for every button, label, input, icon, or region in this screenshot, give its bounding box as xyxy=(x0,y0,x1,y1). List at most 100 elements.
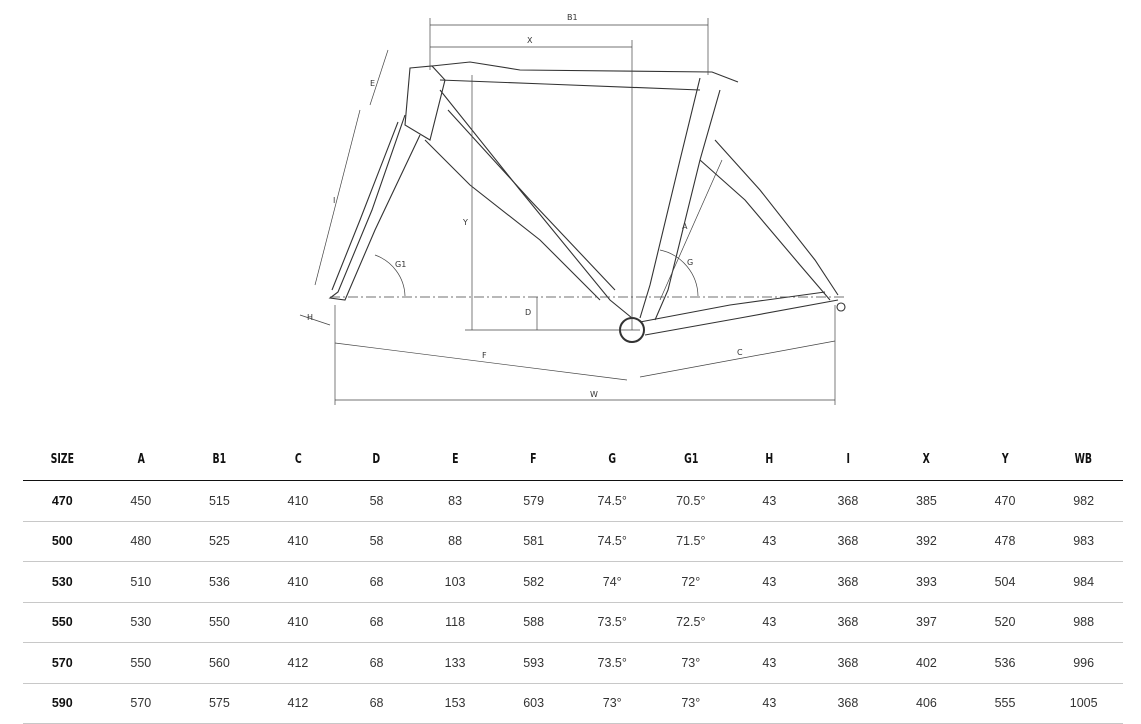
column-header-b1: B1 xyxy=(187,438,251,481)
cell-y: 536 xyxy=(965,642,1045,684)
cell-d: 58 xyxy=(337,521,416,562)
cell-x: 385 xyxy=(887,480,966,522)
cell-h: 43 xyxy=(730,480,809,522)
frame-outline xyxy=(328,61,846,343)
cell-i: 368 xyxy=(808,480,888,522)
cell-y: 470 xyxy=(965,480,1045,522)
cell-c: 410 xyxy=(258,602,338,643)
cell-g: 73° xyxy=(572,683,652,724)
cell-h: 43 xyxy=(730,561,809,603)
column-header-wb: WB xyxy=(1052,438,1116,481)
cell-f: 579 xyxy=(494,480,573,522)
cell-x: 393 xyxy=(887,561,966,603)
cell-a: 450 xyxy=(101,480,181,522)
cell-g1: 71.5° xyxy=(651,521,731,562)
cell-x: 406 xyxy=(887,683,966,724)
label-g: G xyxy=(687,258,693,267)
cell-x: 392 xyxy=(887,521,966,562)
cell-a: 570 xyxy=(101,683,181,724)
cell-y: 504 xyxy=(965,561,1045,603)
column-header-d: D xyxy=(345,438,408,481)
cell-size: 530 xyxy=(23,561,102,603)
label-y: Y xyxy=(462,218,468,227)
cell-c: 412 xyxy=(258,642,338,684)
cell-g1: 72° xyxy=(651,561,731,603)
cell-a: 510 xyxy=(101,561,181,603)
cell-b1: 536 xyxy=(180,561,259,603)
column-header-e: E xyxy=(423,438,487,481)
cell-h: 43 xyxy=(730,642,809,684)
cell-f: 581 xyxy=(494,521,573,562)
cell-g: 73.5° xyxy=(572,602,652,643)
label-f: F xyxy=(482,351,487,360)
cell-wb: 996 xyxy=(1044,642,1123,684)
cell-g: 74.5° xyxy=(572,521,652,562)
cell-c: 410 xyxy=(258,561,338,603)
label-g1: G1 xyxy=(395,260,406,269)
cell-b1: 525 xyxy=(180,521,259,562)
cell-d: 58 xyxy=(337,480,416,522)
cell-a: 530 xyxy=(101,602,181,643)
cell-e: 153 xyxy=(415,683,495,724)
cell-size: 570 xyxy=(23,642,102,684)
cell-b1: 550 xyxy=(180,602,259,643)
cell-f: 588 xyxy=(494,602,573,643)
cell-d: 68 xyxy=(337,602,416,643)
cell-e: 133 xyxy=(415,642,495,684)
cell-g1: 72.5° xyxy=(651,602,731,643)
cell-e: 88 xyxy=(415,521,495,562)
cell-g: 74° xyxy=(572,561,652,603)
frame-geometry-diagram: B1 X E I G1 H Y D F W A G C xyxy=(299,13,846,405)
cell-b1: 560 xyxy=(180,642,259,684)
cell-g: 73.5° xyxy=(572,642,652,684)
cell-wb: 984 xyxy=(1044,561,1123,603)
cell-wb: 1005 xyxy=(1044,683,1123,724)
cell-y: 520 xyxy=(965,602,1045,643)
cell-size: 470 xyxy=(23,480,102,522)
column-header-g: G xyxy=(580,438,644,481)
cell-c: 410 xyxy=(258,480,338,522)
cell-size: 500 xyxy=(23,521,102,562)
cell-i: 368 xyxy=(808,683,888,724)
cell-g1: 73° xyxy=(651,642,731,684)
cell-h: 43 xyxy=(730,602,809,643)
cell-x: 397 xyxy=(887,602,966,643)
cell-g1: 70.5° xyxy=(651,480,731,522)
column-header-y: Y xyxy=(973,438,1037,481)
label-d: D xyxy=(525,308,531,317)
cell-d: 68 xyxy=(337,683,416,724)
cell-e: 118 xyxy=(415,602,495,643)
label-e: E xyxy=(370,79,375,88)
label-w: W xyxy=(590,390,598,399)
column-header-x: X xyxy=(895,438,958,481)
cell-i: 368 xyxy=(808,602,888,643)
column-header-i: I xyxy=(816,438,880,481)
cell-a: 550 xyxy=(101,642,181,684)
cell-size: 590 xyxy=(23,683,102,724)
cell-y: 478 xyxy=(965,521,1045,562)
column-header-h: H xyxy=(737,438,801,481)
cell-f: 593 xyxy=(494,642,573,684)
cell-e: 83 xyxy=(415,480,495,522)
column-header-size: SIZE xyxy=(30,438,94,481)
dimension-labels: B1 X E I G1 H Y D F W A G C xyxy=(307,13,743,399)
label-a: A xyxy=(682,222,688,231)
cell-f: 582 xyxy=(494,561,573,603)
cell-i: 368 xyxy=(808,521,888,562)
cell-x: 402 xyxy=(887,642,966,684)
cell-c: 412 xyxy=(258,683,338,724)
cell-c: 410 xyxy=(258,521,338,562)
column-header-g1: G1 xyxy=(659,438,723,481)
column-header-a: A xyxy=(109,438,173,481)
cell-g1: 73° xyxy=(651,683,731,724)
column-header-c: C xyxy=(266,438,330,481)
cell-wb: 983 xyxy=(1044,521,1123,562)
cell-f: 603 xyxy=(494,683,573,724)
cell-i: 368 xyxy=(808,561,888,603)
label-b1: B1 xyxy=(567,13,578,22)
